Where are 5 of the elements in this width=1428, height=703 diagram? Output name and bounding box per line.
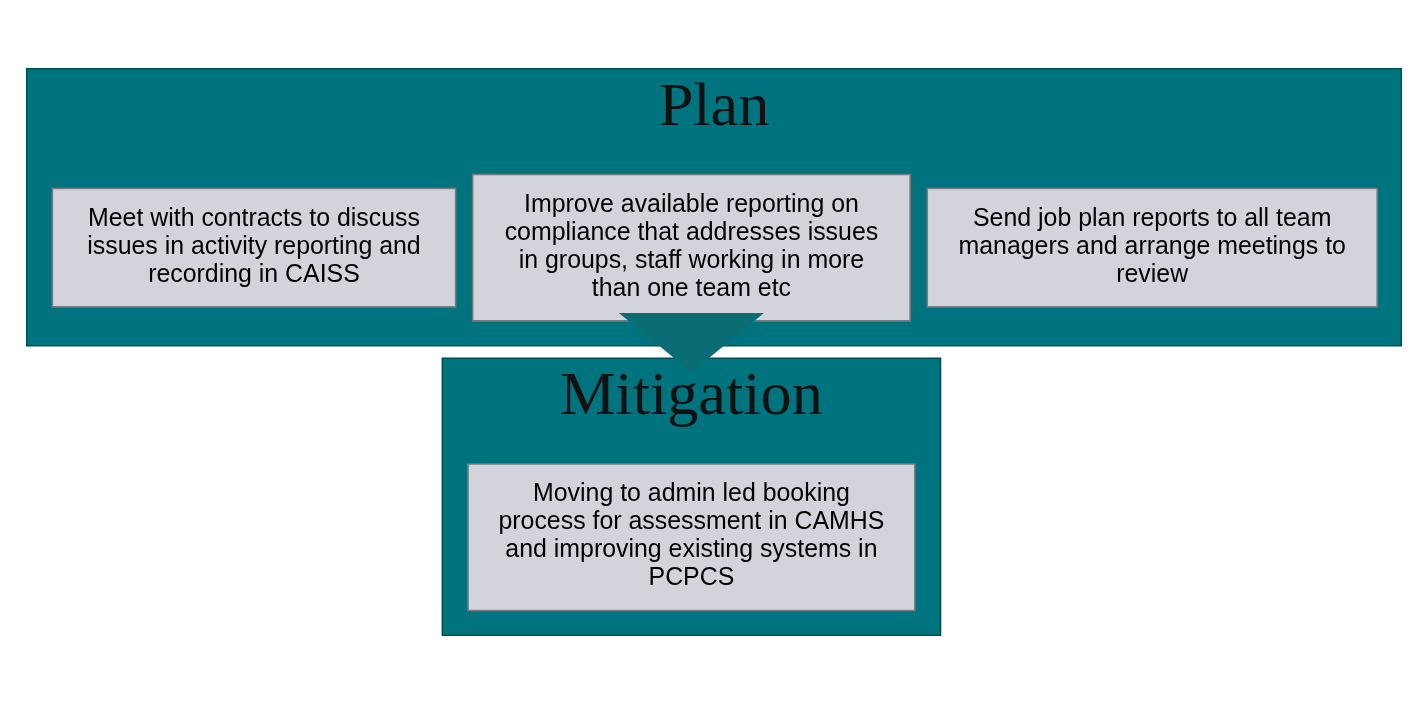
node-box: Send job plan reports to all team managers and arrange meetings to review — [926, 187, 1378, 308]
node-box: Moving to admin led booking process for assessment in CAMHS and improving existing systems in PCPCS — [467, 462, 916, 611]
arrow — [618, 312, 764, 372]
node-box: Meet with contracts to discuss issues in activity reporting and recording in CAISS — [51, 187, 457, 308]
node-box: Improve available reporting on compliance that addresses issues in groups, staff working in more than one team etc — [471, 173, 911, 322]
